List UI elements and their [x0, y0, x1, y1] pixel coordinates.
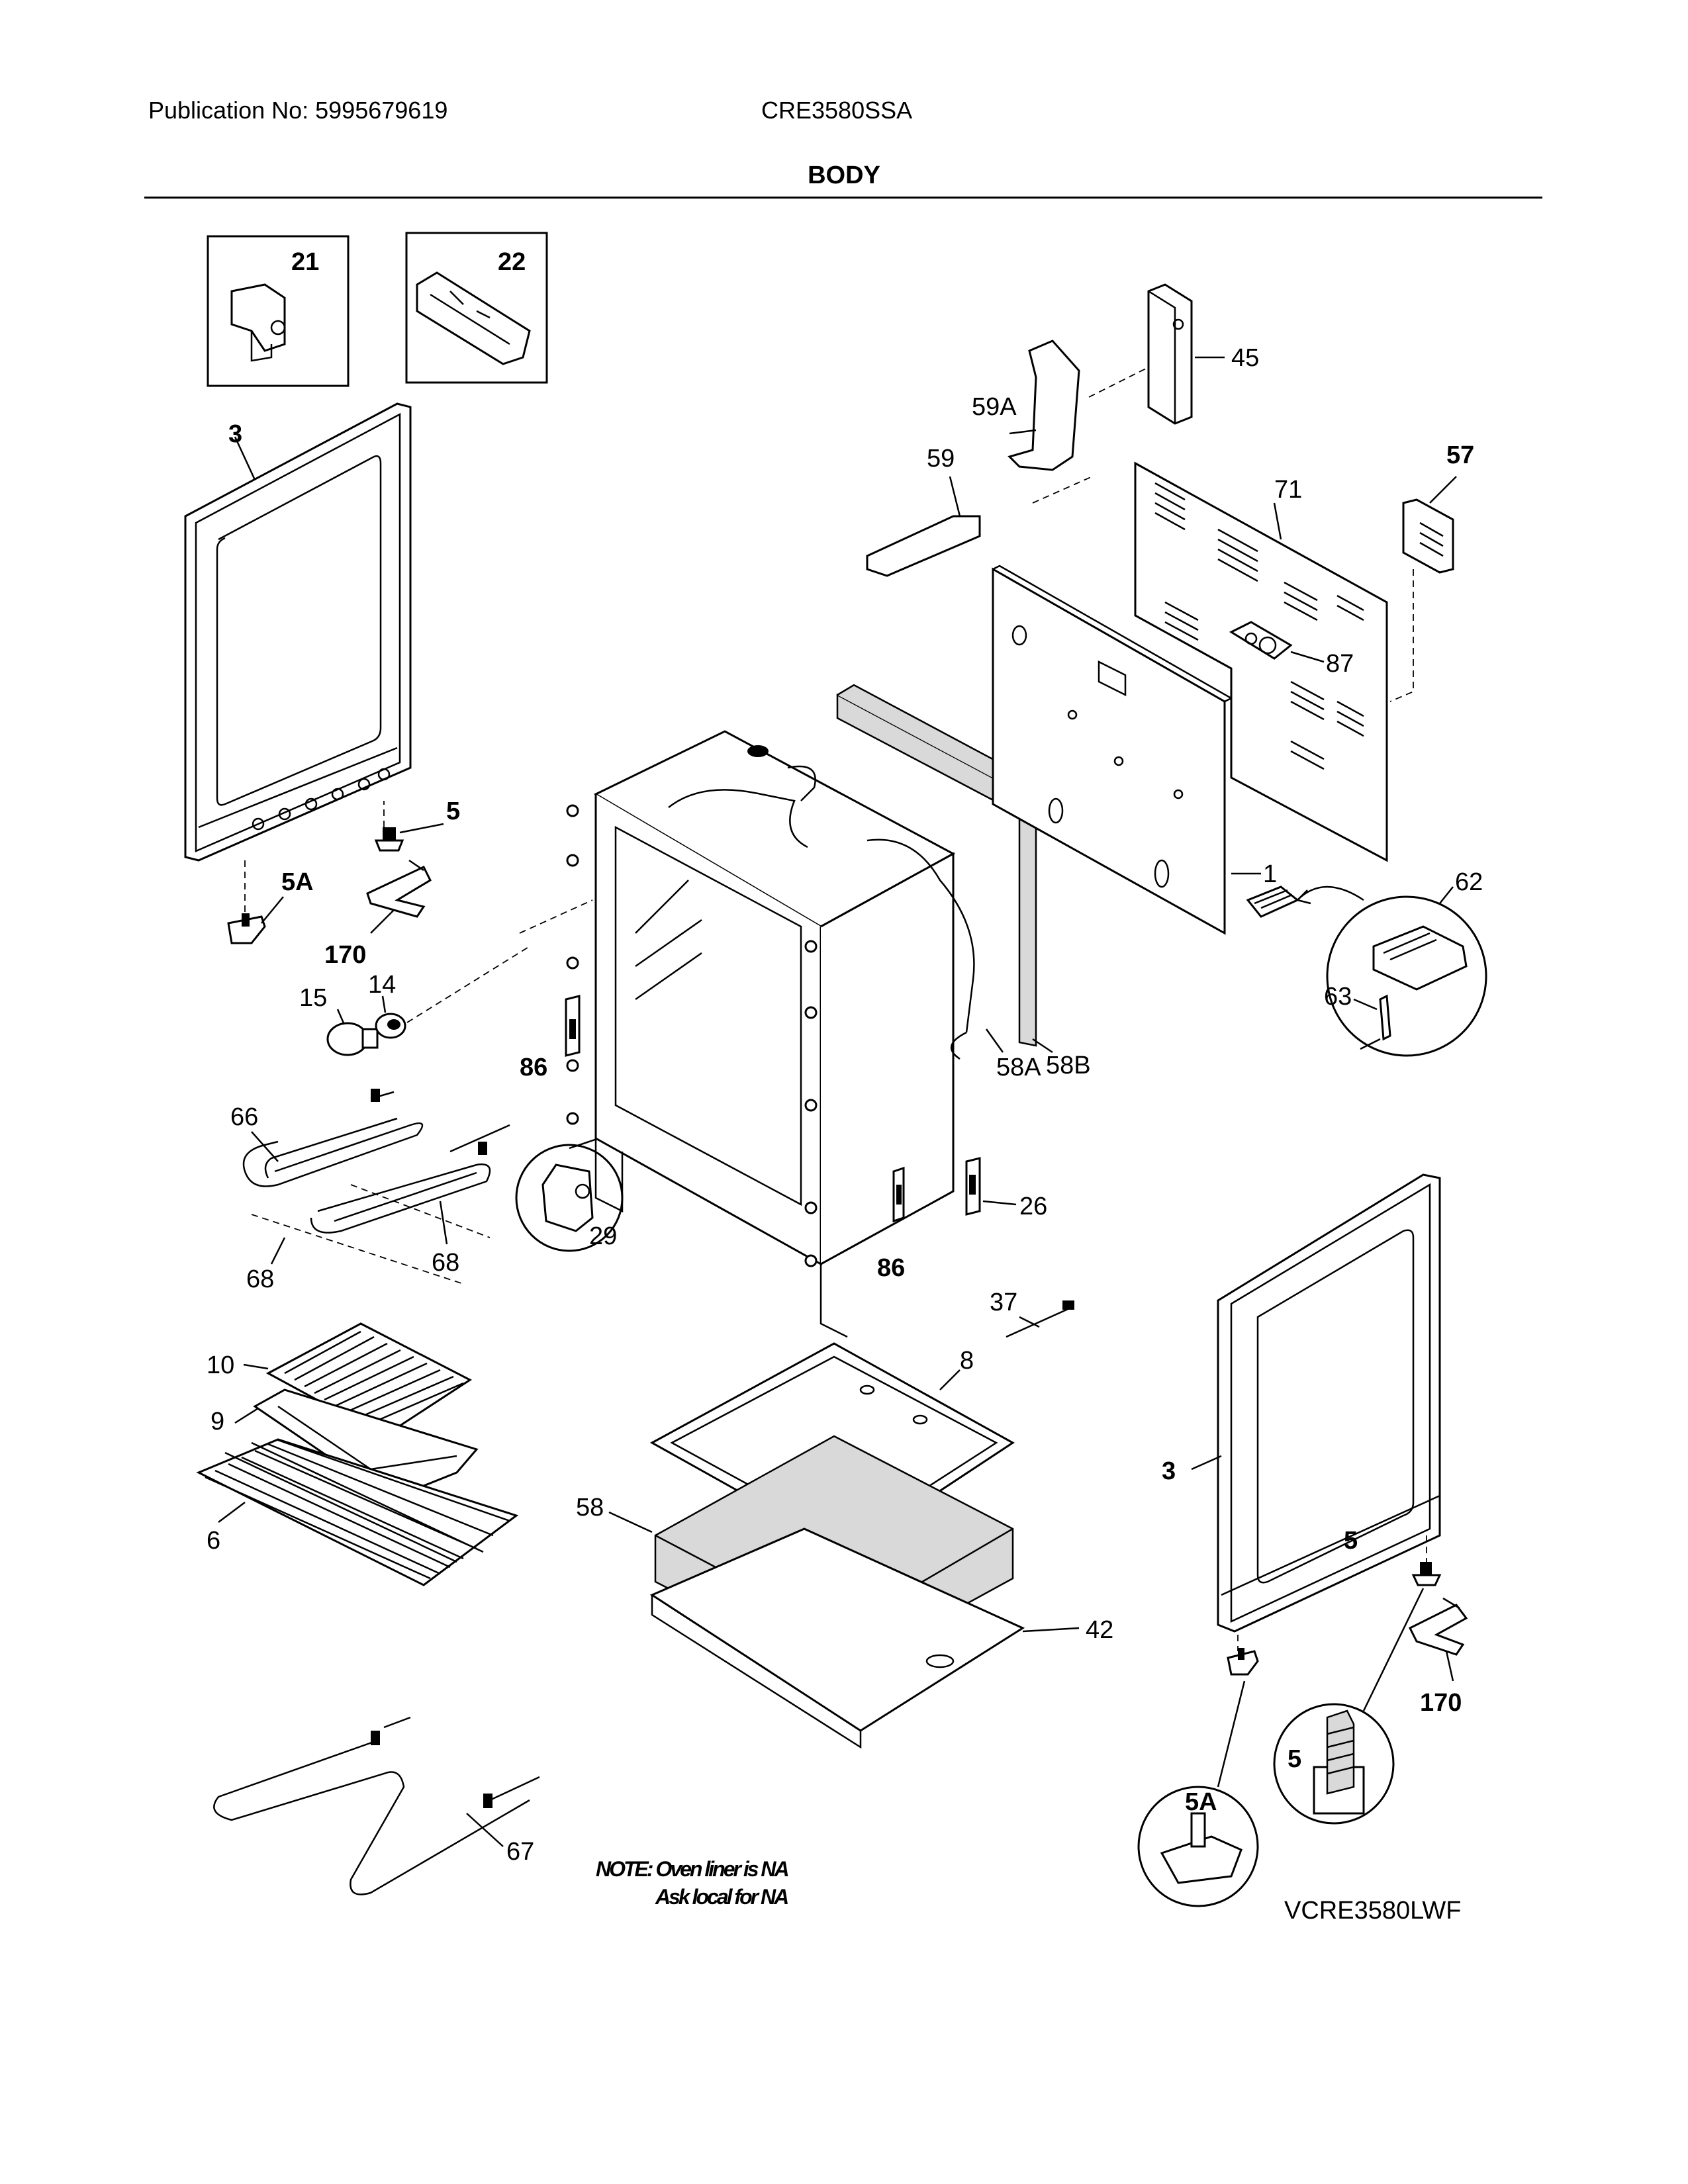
part-6-oven-rack: 6 — [196, 1438, 519, 1586]
section-title: BODY — [808, 161, 880, 189]
part-57-cover: 57 — [1389, 441, 1474, 702]
part-45-duct: 45 — [1147, 283, 1259, 425]
callout-45: 45 — [1231, 344, 1259, 372]
part-170-bracket-right: 170 — [1408, 1597, 1468, 1717]
part-5A-hinge-left: 5A — [227, 868, 314, 944]
part-10-broil-grid: 10 — [207, 1322, 472, 1437]
model-number: CRE3580SSA — [761, 97, 913, 124]
callout-58: 58 — [576, 1494, 604, 1522]
callout-59A: 59A — [972, 393, 1017, 421]
part-59-duct: 59 — [866, 445, 981, 577]
callout-58B: 58B — [1046, 1052, 1091, 1079]
callout-62: 62 — [1455, 868, 1483, 896]
callout-67: 67 — [506, 1838, 534, 1866]
callout-14: 14 — [368, 971, 396, 999]
publication-number: Publication No: 5995679619 — [148, 97, 448, 124]
part-62-terminal-block: 62 — [1246, 868, 1487, 1057]
part-63-screw: 63 — [1324, 983, 1391, 1050]
callout-66: 66 — [230, 1103, 258, 1131]
callout-1: 1 — [1263, 860, 1277, 888]
part-71-rear-cover: 71 — [1134, 461, 1388, 862]
header-divider — [144, 197, 1542, 199]
part-86-bracket-right: 86 — [877, 1166, 905, 1282]
callout-3-right: 3 — [1162, 1457, 1176, 1485]
callout-29: 29 — [589, 1222, 617, 1250]
callout-5-inset: 5 — [1288, 1745, 1301, 1773]
part-86-bracket-left: 86 — [520, 995, 581, 1081]
callout-15: 15 — [299, 984, 327, 1012]
part-68-insulation-leads: 68 68 — [246, 1184, 491, 1293]
callout-5-left: 5 — [446, 797, 460, 825]
callout-170-left: 170 — [324, 941, 366, 969]
part-15-bulb: 15 — [299, 984, 379, 1056]
part-67-bake-element: 67 — [213, 1716, 540, 1895]
part-3-door-right: 3 — [1162, 1173, 1441, 1633]
part-87-plate: 87 — [1229, 621, 1354, 678]
callout-8: 8 — [960, 1347, 974, 1375]
oven-cavity — [566, 730, 956, 1338]
part-5-leveler-left: 5 — [374, 797, 460, 852]
callout-68-b: 68 — [432, 1249, 459, 1277]
callout-26: 26 — [1019, 1193, 1047, 1220]
part-26-bracket: 26 — [965, 1157, 1047, 1220]
callout-86-left: 86 — [520, 1054, 547, 1081]
callout-42: 42 — [1086, 1616, 1113, 1644]
part-14-socket: 14 — [368, 971, 406, 1039]
callout-6: 6 — [207, 1527, 220, 1555]
part-21-inset: 21 — [207, 235, 350, 387]
callout-9: 9 — [211, 1408, 224, 1435]
part-42-bottom-pan: 42 — [649, 1527, 1113, 1749]
callout-22: 22 — [498, 248, 526, 276]
callout-71: 71 — [1274, 476, 1302, 504]
callout-3-left: 3 — [228, 420, 242, 448]
part-5-leveler-right: 5 — [1273, 1562, 1442, 1825]
note-line-1: NOTE: Oven liner is NA — [596, 1857, 790, 1881]
callout-21: 21 — [291, 248, 319, 276]
callout-87: 87 — [1326, 650, 1354, 678]
part-3-door-left: 3 — [184, 402, 412, 862]
callout-63: 63 — [1324, 983, 1352, 1011]
callout-58A: 58A — [996, 1054, 1041, 1081]
callout-37: 37 — [990, 1289, 1017, 1316]
part-66-broil-element: 66 — [230, 1089, 510, 1234]
part-170-bracket-left: 170 — [324, 859, 432, 969]
callout-10: 10 — [207, 1351, 234, 1379]
callout-5A-inset: 5A — [1185, 1788, 1217, 1816]
callout-86-right: 86 — [877, 1254, 905, 1282]
part-22-inset: 22 — [405, 232, 548, 384]
callout-5-right: 5 — [1344, 1527, 1358, 1555]
callout-57: 57 — [1446, 441, 1474, 469]
part-1-back-panel: 1 — [992, 565, 1277, 935]
note-line-2: Ask local for NA — [655, 1885, 789, 1909]
part-37-sensor: 37 — [990, 1289, 1074, 1338]
callout-170-right: 170 — [1420, 1689, 1462, 1717]
part-59A-duct: 59A — [972, 340, 1080, 471]
callout-68-a: 68 — [246, 1265, 274, 1293]
diagram-code: VCRE3580LWF — [1284, 1897, 1462, 1925]
part-5A-hinge-right: 5A — [1137, 1648, 1259, 1907]
callout-5A-left: 5A — [281, 868, 314, 896]
callout-59: 59 — [927, 445, 955, 473]
